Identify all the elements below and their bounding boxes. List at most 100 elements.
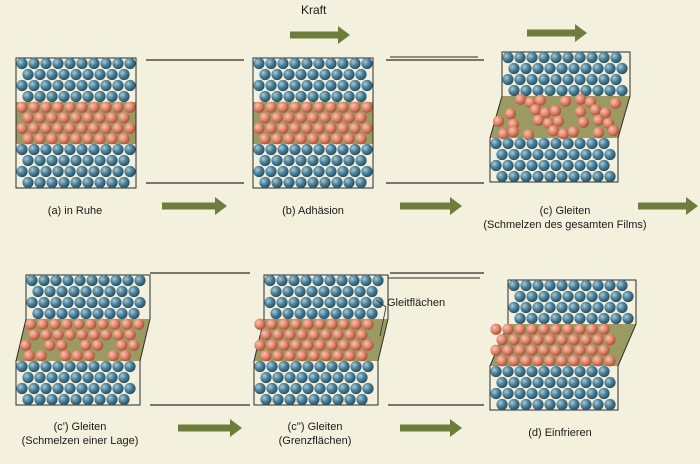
top-atom bbox=[106, 68, 118, 81]
film-atom bbox=[112, 122, 124, 134]
film-atom bbox=[92, 339, 104, 351]
bottom-atom bbox=[88, 165, 100, 178]
top-atom bbox=[366, 285, 378, 298]
film-atom bbox=[568, 355, 580, 367]
film-atom bbox=[259, 112, 271, 124]
bottom-atom bbox=[319, 154, 331, 167]
top-atom bbox=[508, 84, 520, 97]
bottom-atom bbox=[272, 393, 284, 406]
top-atom bbox=[544, 301, 556, 314]
film-atom bbox=[278, 339, 290, 351]
top-atom bbox=[550, 51, 562, 64]
bottom-atom bbox=[88, 360, 100, 373]
film-atom bbox=[574, 323, 586, 335]
top-atom bbox=[26, 274, 38, 287]
top-atom bbox=[44, 285, 56, 298]
bottom-atom bbox=[574, 365, 586, 378]
bottom-atom bbox=[604, 148, 616, 161]
bottom-atom bbox=[22, 371, 34, 384]
top-atom bbox=[556, 62, 568, 75]
bottom-atom bbox=[76, 360, 88, 373]
top-atom bbox=[532, 301, 544, 314]
top-atom bbox=[355, 90, 367, 103]
top-atom bbox=[259, 68, 271, 81]
panel-c-prime bbox=[15, 274, 151, 406]
top-atom bbox=[526, 290, 538, 303]
top-atom bbox=[372, 274, 384, 287]
film-atom bbox=[556, 334, 568, 346]
film-atom bbox=[539, 107, 552, 119]
bottom-atom bbox=[283, 154, 295, 167]
film-atom bbox=[28, 101, 40, 113]
top-atom bbox=[76, 57, 88, 70]
top-atom bbox=[46, 68, 58, 81]
film-atom bbox=[76, 101, 88, 113]
bottom-atom bbox=[544, 148, 556, 161]
bottom-atom bbox=[526, 365, 538, 378]
bottom-atom bbox=[28, 382, 40, 395]
top-atom bbox=[32, 307, 44, 320]
film-atom bbox=[557, 128, 570, 140]
bottom-atom bbox=[70, 176, 82, 189]
top-atom bbox=[62, 274, 74, 287]
bottom-atom bbox=[277, 143, 289, 156]
bottom-atom bbox=[319, 176, 331, 189]
bottom-atom bbox=[580, 376, 592, 389]
step-arrow-5 bbox=[400, 419, 462, 437]
top-atom bbox=[58, 90, 70, 103]
top-atom bbox=[562, 73, 574, 86]
glide-planes-label: Gleitflächen bbox=[387, 297, 446, 309]
top-atom bbox=[586, 312, 598, 325]
film-atom bbox=[94, 133, 106, 145]
film-atom bbox=[59, 350, 71, 362]
top-atom bbox=[74, 296, 86, 309]
film-atom bbox=[40, 329, 52, 341]
top-atom bbox=[331, 68, 343, 81]
bottom-atom bbox=[350, 382, 362, 395]
bottom-atom bbox=[355, 176, 367, 189]
film-atom bbox=[492, 115, 505, 127]
top-atom bbox=[361, 79, 373, 92]
film-atom bbox=[326, 318, 338, 330]
top-atom bbox=[514, 51, 526, 64]
film-atom bbox=[331, 133, 343, 145]
film-atom bbox=[320, 329, 332, 341]
film-atom bbox=[106, 112, 118, 124]
film-atom bbox=[544, 355, 556, 367]
film-atom bbox=[52, 101, 64, 113]
film-atom bbox=[253, 122, 265, 134]
top-atom bbox=[86, 296, 98, 309]
bottom-atom bbox=[526, 387, 538, 400]
top-atom bbox=[294, 307, 306, 320]
bottom-atom bbox=[100, 143, 112, 156]
bottom-atom bbox=[562, 159, 574, 172]
bottom-atom bbox=[28, 143, 40, 156]
top-atom bbox=[16, 57, 28, 70]
top-atom bbox=[361, 57, 373, 70]
top-atom bbox=[100, 79, 112, 92]
top-atom bbox=[58, 68, 70, 81]
bottom-atom bbox=[266, 360, 278, 373]
film-atom bbox=[260, 329, 272, 341]
top-atom bbox=[98, 274, 110, 287]
top-atom bbox=[604, 84, 616, 97]
film-atom bbox=[301, 122, 313, 134]
film-atom bbox=[520, 355, 532, 367]
top-atom bbox=[604, 301, 616, 314]
film-atom bbox=[88, 329, 100, 341]
bottom-atom bbox=[343, 176, 355, 189]
bottom-atom bbox=[106, 154, 118, 167]
film-atom bbox=[35, 350, 47, 362]
top-atom bbox=[520, 62, 532, 75]
bottom-atom bbox=[514, 137, 526, 150]
bottom-atom bbox=[82, 176, 94, 189]
bottom-atom bbox=[343, 154, 355, 167]
top-atom bbox=[312, 296, 324, 309]
top-atom bbox=[52, 57, 64, 70]
bottom-atom bbox=[265, 143, 277, 156]
force-arrow-top-center bbox=[290, 26, 350, 44]
bottom-atom bbox=[254, 360, 266, 373]
bottom-atom bbox=[556, 148, 568, 161]
film-atom bbox=[16, 122, 28, 134]
film-atom bbox=[76, 122, 88, 134]
